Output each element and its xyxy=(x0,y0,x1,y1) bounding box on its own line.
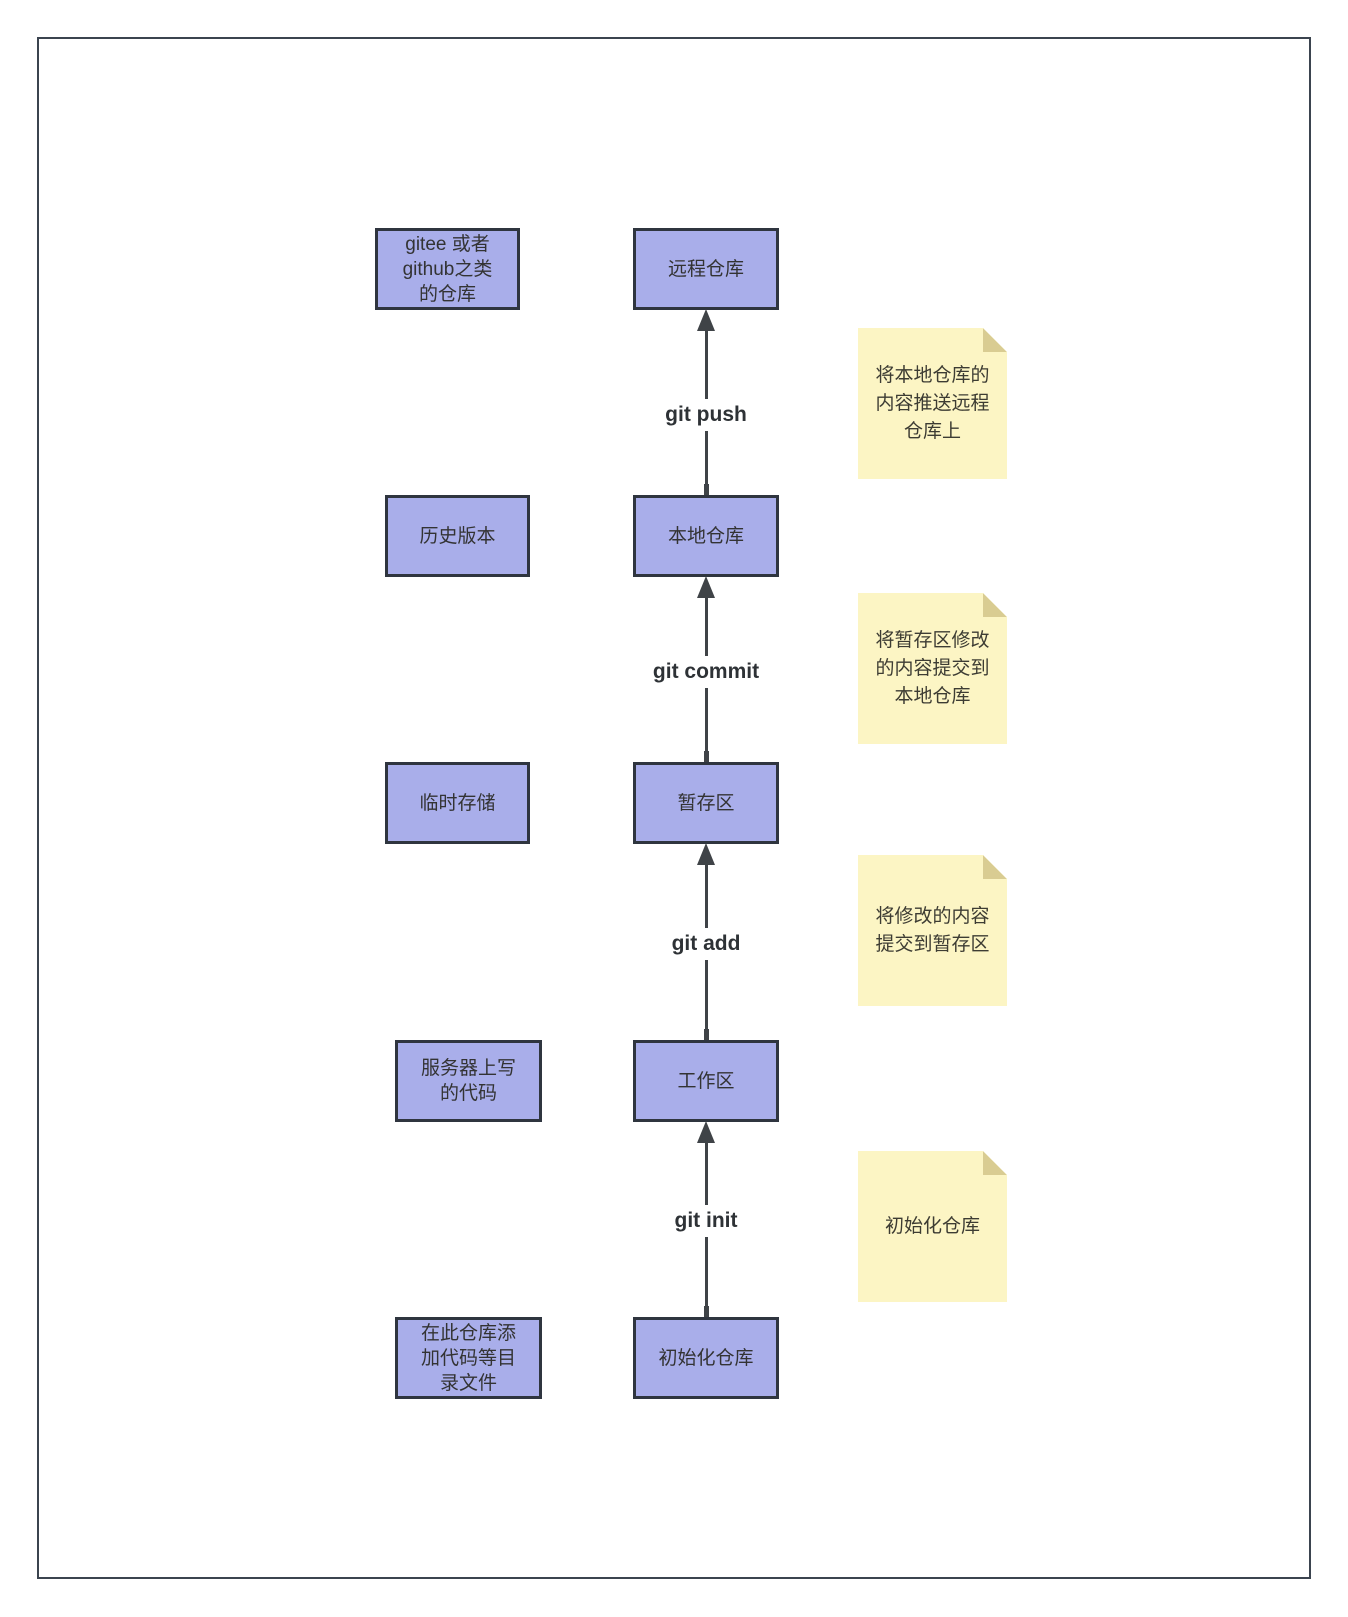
node-history-version[interactable]: 历史版本 xyxy=(385,495,530,577)
node-remote-repo-label: 远程仓库 xyxy=(667,258,744,280)
note-text: 将暂存区修改 的内容提交到 本地仓库 xyxy=(875,629,990,707)
arrow-label-git-add: git add xyxy=(663,928,749,960)
node-remote-repo[interactable]: 远程仓库 xyxy=(633,228,779,310)
node-server-code[interactable]: 服务器上写 的代码 xyxy=(395,1040,542,1122)
note-git-add-description[interactable]: 将修改的内容 提交到暂存区 xyxy=(858,855,1007,1006)
node-server-code-label: 服务器上写 的代码 xyxy=(420,1058,516,1104)
node-staging-area[interactable]: 暂存区 xyxy=(633,762,779,844)
node-init-repo[interactable]: 初始化仓库 xyxy=(633,1317,779,1399)
node-history-version-label: 历史版本 xyxy=(419,525,496,547)
note-text: 将本地仓库的 内容推送远程 仓库上 xyxy=(875,364,990,442)
note-text: 将修改的内容 提交到暂存区 xyxy=(875,905,990,955)
arrow-source-nub xyxy=(703,1029,709,1040)
note-git-init-description[interactable]: 初始化仓库 xyxy=(858,1151,1007,1302)
node-temp-storage[interactable]: 临时存储 xyxy=(385,762,530,844)
node-staging-area-label: 暂存区 xyxy=(677,792,735,814)
arrow-up-icon xyxy=(697,576,715,598)
arrow-source-nub xyxy=(703,484,709,495)
note-text: 初始化仓库 xyxy=(884,1215,980,1237)
node-temp-storage-label: 临时存储 xyxy=(419,792,496,814)
note-git-commit-description[interactable]: 将暂存区修改 的内容提交到 本地仓库 xyxy=(858,593,1007,744)
node-init-repo-label: 初始化仓库 xyxy=(658,1347,754,1369)
node-add-code-files[interactable]: 在此仓库添 加代码等目 录文件 xyxy=(395,1317,542,1399)
note-git-push-description[interactable]: 将本地仓库的 内容推送远程 仓库上 xyxy=(858,328,1007,479)
node-local-repo[interactable]: 本地仓库 xyxy=(633,495,779,577)
arrow-up-icon xyxy=(697,1121,715,1143)
arrow-label-git-init: git init xyxy=(666,1205,746,1237)
arrow-up-icon xyxy=(697,843,715,865)
node-gitee-github-repo-label: gitee 或者 github之类 的仓库 xyxy=(402,233,493,305)
node-working-area[interactable]: 工作区 xyxy=(633,1040,779,1122)
node-local-repo-label: 本地仓库 xyxy=(667,525,744,547)
page-border-frame xyxy=(37,37,1311,1579)
node-add-code-files-label: 在此仓库添 加代码等目 录文件 xyxy=(420,1322,516,1394)
arrow-source-nub xyxy=(703,751,709,762)
node-working-area-label: 工作区 xyxy=(677,1070,735,1092)
arrow-label-git-push: git push xyxy=(657,399,755,431)
arrow-source-nub xyxy=(703,1306,709,1317)
arrow-label-git-commit: git commit xyxy=(644,656,768,688)
arrow-up-icon xyxy=(697,309,715,331)
node-gitee-github-repo[interactable]: gitee 或者 github之类 的仓库 xyxy=(375,228,520,310)
